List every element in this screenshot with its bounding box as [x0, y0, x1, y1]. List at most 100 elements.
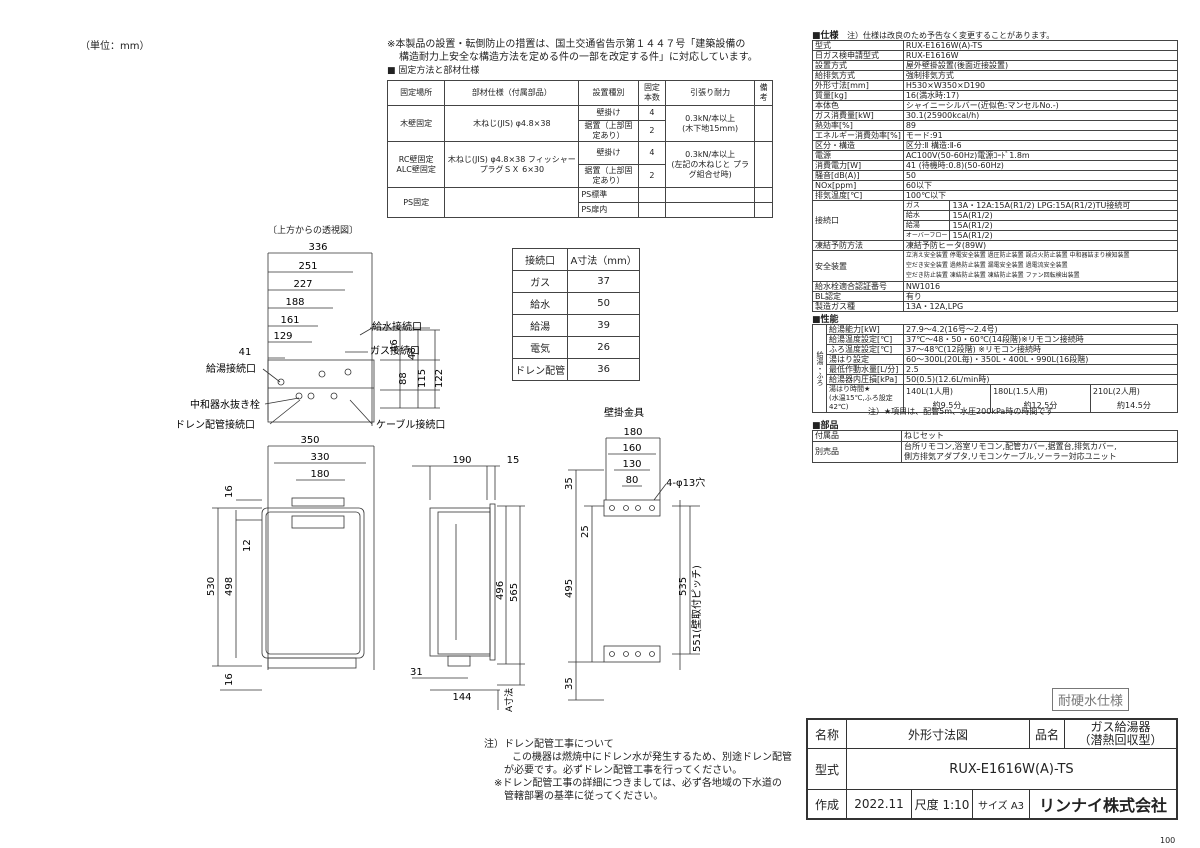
- table-row: 給湯・ふろ 給湯能力[kW] 27.9～4.2(16号～2.4号): [812, 324, 1178, 413]
- spec-key: 付属品: [812, 430, 902, 442]
- scale-cell: 尺度 1:10: [911, 789, 973, 820]
- spec-key: BL認定: [812, 291, 904, 302]
- table-row: 騒音[dB(A)]50: [812, 170, 1179, 181]
- spec-value: 屋外壁掛設置(後面近接設置): [902, 60, 1179, 71]
- fill-time: 約9.5分: [902, 398, 992, 413]
- spec-value: 37～48℃(12段階) ※リモコン接続時: [903, 344, 1178, 355]
- dimension-label: 180: [310, 469, 329, 480]
- performance-table: 給湯・ふろ 給湯能力[kW] 27.9～4.2(16号～2.4号) 給湯温度設定…: [812, 324, 1179, 413]
- spec-value: モード:91: [902, 130, 1179, 141]
- fill-volume: 210L(2人用): [1089, 384, 1179, 399]
- table-row: ふろ温度設定[℃]37～48℃(12段階) ※リモコン接続時: [813, 344, 1178, 355]
- spec-key: ガス消費量[kW]: [812, 110, 904, 121]
- table-header-row: 固定場所 部材仕様（付属部品） 設置種別 固定本数 引張り耐力 備考: [386, 80, 773, 106]
- dimension-label: 12: [242, 539, 253, 552]
- dimension-label: 160: [622, 443, 641, 454]
- dimension-label: 565: [509, 583, 520, 602]
- table-row: 給湯器内圧損[kPa]50(0.5)(12.6L/min時): [813, 374, 1178, 385]
- spec-value: AC100V(50-60Hz)電源ｺｰﾄﾞ1.8m: [902, 150, 1179, 161]
- table-row: 本体色シャイニーシルバー(近似色:マンセルNo.-): [812, 100, 1179, 111]
- spec-value: 13A・12A:15A(R1/2) LPG:15A(R1/2)TU接続可: [949, 200, 1178, 211]
- dimension-label: 88: [398, 372, 409, 385]
- spec-key: 凍結予防方法: [812, 240, 904, 251]
- spec-key: 外形寸法[mm]: [812, 80, 904, 91]
- dimension-label: 227: [293, 279, 312, 290]
- dimension-label: 16: [224, 485, 235, 498]
- dimension-label: 80: [626, 475, 639, 486]
- dimension-label: 190: [452, 455, 471, 466]
- spec-value: 50: [902, 170, 1179, 181]
- table-row: 約9.5分 約12.5分 約14.5分: [813, 398, 1179, 413]
- spec-value: 15A(R1/2): [949, 210, 1178, 221]
- dimension-label: 31: [410, 667, 423, 678]
- spec-value: 区分:Ⅱ 構造:Ⅱ-6: [902, 140, 1179, 151]
- table-row: 据置（上部固定あり） 2: [388, 120, 773, 142]
- table-cell-blank: [665, 202, 756, 218]
- dimension-label: 15: [507, 455, 520, 466]
- table-cell: 4: [637, 141, 667, 165]
- spec-value: 50(0.5)(12.6L/min時): [903, 374, 1178, 385]
- wall-bracket-label: 壁掛金具: [604, 406, 644, 419]
- spec-key: 最低作動水量[L/分]: [826, 364, 904, 375]
- dimension-label: 41: [239, 347, 252, 358]
- table-row: 名称 外形寸法図 品名 ガス給湯器（潜熱回収型）: [806, 718, 1178, 749]
- title-value: ガス給湯器（潜熱回収型）: [1064, 718, 1178, 749]
- table-cell: 給湯: [511, 314, 569, 337]
- table-row: 最低作動水量[L/分]2.5: [813, 364, 1178, 375]
- spec-value: RUX-E1616W: [902, 50, 1179, 61]
- table-row: 作成 2022.11 尺度 1:10 サイズ A3 リンナイ株式会社: [806, 789, 1178, 820]
- spec-value: 15A(R1/2): [949, 220, 1178, 231]
- dimension-label: 350: [300, 435, 319, 446]
- install-method-table: 固定場所 部材仕様（付属部品） 設置種別 固定本数 引張り耐力 備考 木壁固定 …: [386, 80, 773, 218]
- spec-key: NOx[ppm]: [812, 180, 904, 191]
- spec-value: 2.5: [903, 364, 1178, 375]
- spec-value-safety: 立消え安全装置 停電安全装置 過圧防止装置 誤点火防止装置 中和器詰まり検知装置…: [902, 250, 1179, 282]
- title-value: 外形寸法図: [846, 718, 1030, 749]
- spec-key: 給水栓適合認証番号: [812, 281, 904, 292]
- spec-key: 給湯能力[kW]: [826, 324, 904, 335]
- spec-value: 60以下: [902, 180, 1179, 191]
- spec-header: ■仕様 注）仕様は改良のため予告なく変更することがあります。: [812, 28, 1178, 41]
- table-cell: 0.3kN/本以上(木下地15mm): [665, 105, 756, 142]
- safety-line: 空だき防止装置 凍結防止装置 凍結防止装置 ファン回転検出装置: [905, 272, 1080, 279]
- spec-subkey: ガス: [902, 200, 951, 211]
- bolt-holes-label: 4-φ13穴: [666, 476, 705, 489]
- safety-line: 立消え安全装置 停電安全装置 過圧防止装置 誤点火防止装置 中和器詰まり検知装置: [905, 252, 1130, 259]
- dimension-label: 35: [564, 677, 575, 690]
- dimension-label: 496: [495, 581, 506, 600]
- water-inlet-label: 給水接続口: [372, 320, 422, 333]
- table-row: 凍結予防方法凍結予防ヒータ(89W): [812, 240, 1179, 251]
- mounting-pitch-label: 551(壁取付ピッチ): [690, 565, 703, 652]
- table-row: 熱効率[%]89: [812, 120, 1179, 131]
- dimension-label: 130: [622, 459, 641, 470]
- gas-inlet-label: ガス接続口: [370, 344, 420, 357]
- title-label: 作成: [806, 789, 847, 820]
- dimension-label: 46: [389, 339, 400, 352]
- table-row: 排気温度[℃]100℃以下: [812, 190, 1179, 201]
- spec-key: 製造ガス種: [812, 301, 904, 312]
- table-row: PS扉内: [388, 202, 773, 218]
- note-line: この機器は燃焼中にドレン水が発生するため、別途ドレン配管: [512, 752, 792, 763]
- notice-line: ※本製品の設置・転倒防止の措置は、国土交通省告示第１４４７号「建築設備の: [387, 39, 746, 50]
- spec-value: NW1016: [902, 281, 1179, 292]
- spec-value: 27.9～4.2(16号～2.4号): [903, 324, 1178, 335]
- spec-key: 設置方式: [812, 60, 904, 71]
- table-cell: ドレン配管: [511, 358, 569, 381]
- note-line: 注）ドレン配管工事について: [484, 739, 614, 750]
- spec-value: 凍結予防ヒータ(89W): [902, 240, 1179, 251]
- spec-key: 日ガス検申請型式: [812, 50, 904, 61]
- dimension-label: 498: [224, 577, 235, 596]
- spec-value: 強制排気方式: [902, 70, 1179, 81]
- spec-key: 区分・構造: [812, 140, 904, 151]
- table-cell-blank: [754, 202, 773, 218]
- a-dimension-label: A寸法: [503, 688, 515, 712]
- spec-key: 別売品: [812, 441, 902, 463]
